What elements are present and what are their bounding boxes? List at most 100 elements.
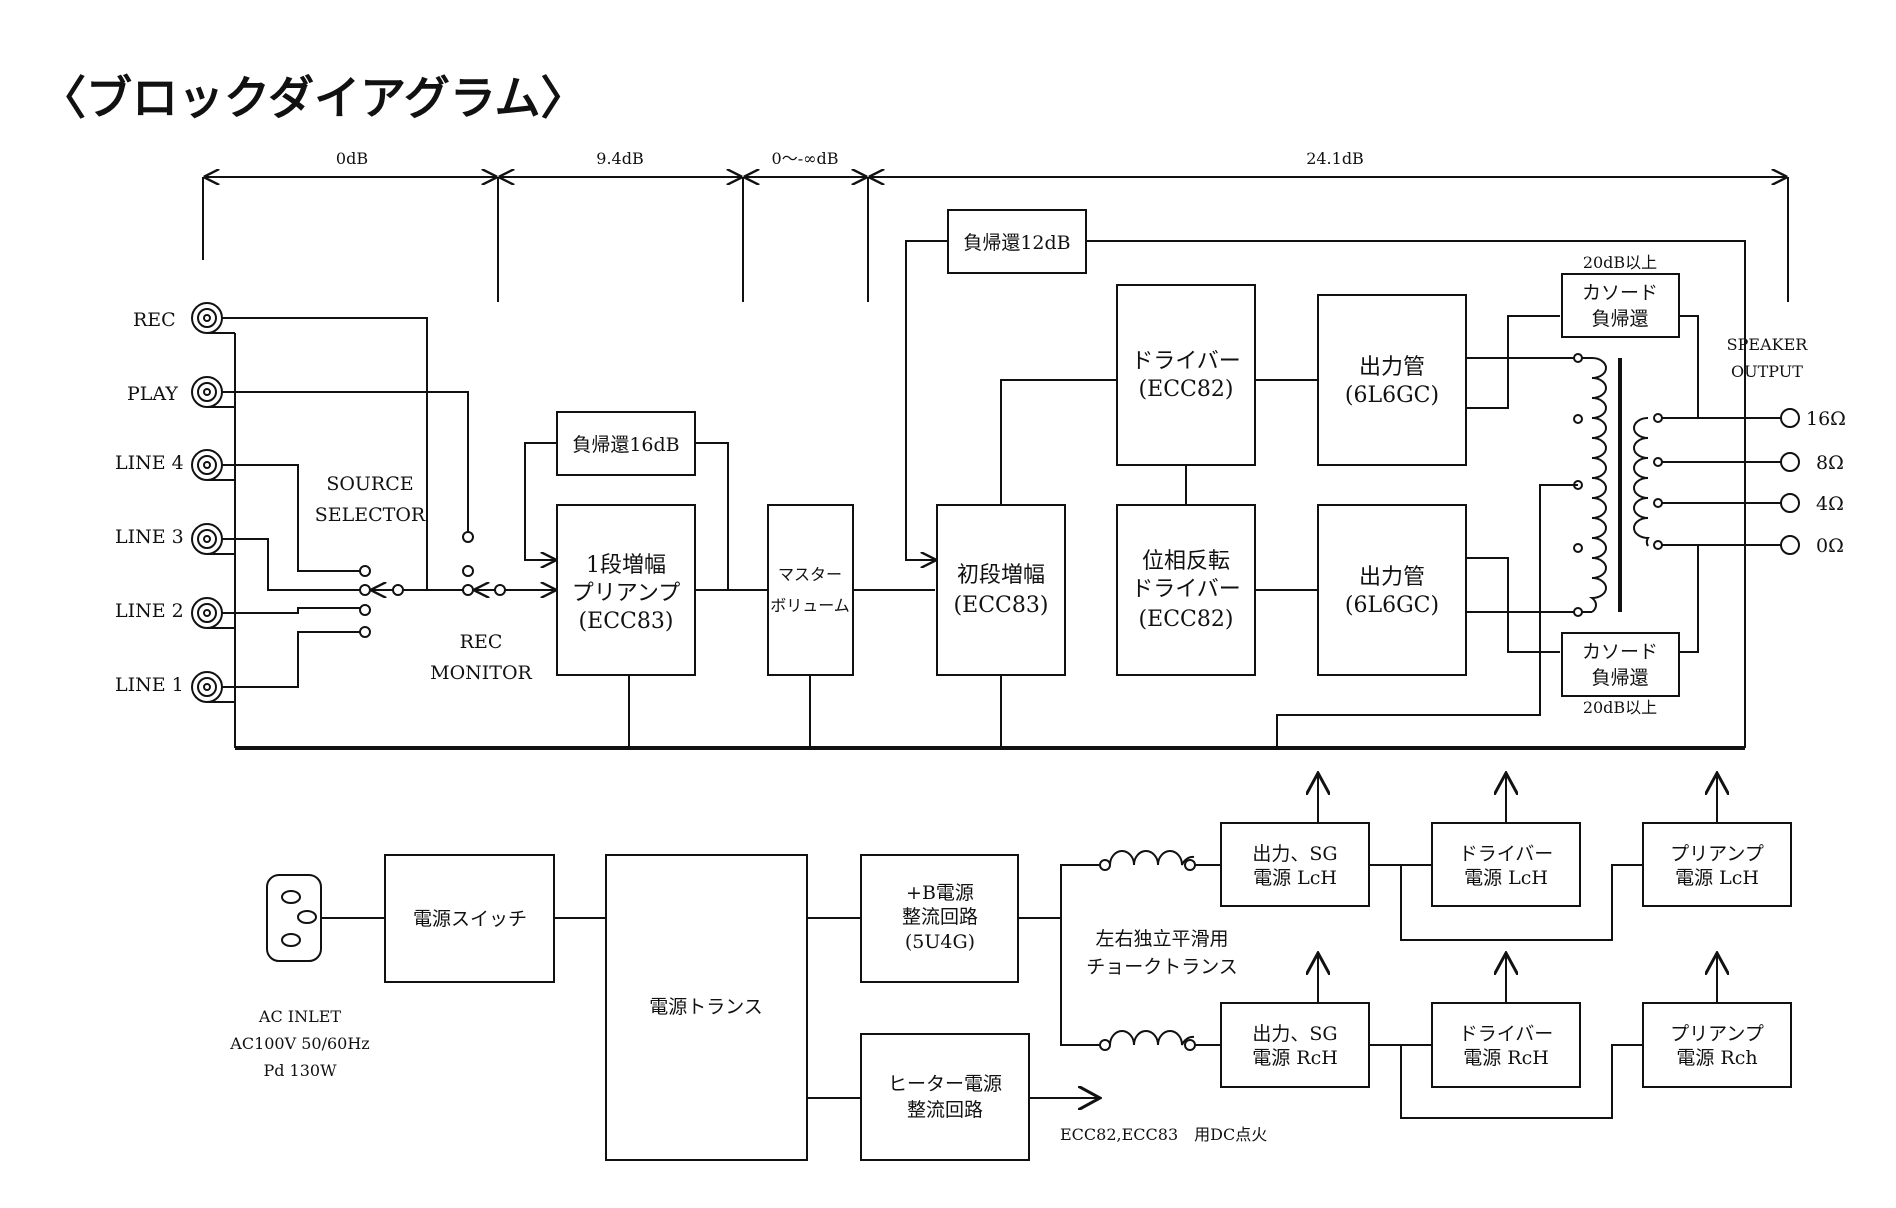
cathode-nfb-note: 20dB以上 bbox=[1583, 253, 1657, 272]
output-tube-label: (6L6GC) bbox=[1345, 593, 1439, 618]
output-tube-label: 出力管 bbox=[1359, 355, 1425, 380]
source-selector-label: SOURCE bbox=[326, 473, 413, 495]
bplus-rectifier-label: 整流回路 bbox=[902, 906, 978, 928]
source-selector: SOURCE SELECTOR bbox=[315, 473, 427, 638]
supply-lch-row: 出力、SG 電源 LcH ドライバー 電源 LcH プリアンプ 電源 LcH bbox=[1220, 773, 1792, 941]
supply-driver-lch-label: 電源 LcH bbox=[1464, 867, 1548, 889]
power-transformer: 電源トランス bbox=[605, 854, 861, 1161]
rec-monitor-label: REC bbox=[460, 631, 503, 653]
output-transformer-icon bbox=[1276, 353, 1782, 748]
jack-label-line4: LINE 4 bbox=[115, 452, 184, 474]
gain-label-preamp: 9.4dB bbox=[596, 149, 643, 168]
preamp-block bbox=[556, 504, 696, 676]
rca-jack-icon bbox=[191, 597, 223, 629]
supply-output-lch-label: 出力、SG bbox=[1252, 843, 1337, 865]
bplus-rectifier-block bbox=[860, 854, 1019, 983]
first-stage-label: (ECC83) bbox=[954, 593, 1049, 618]
cathode-nfb-note: 20dB以上 bbox=[1583, 698, 1657, 717]
supply-driver-rch-block bbox=[1431, 1002, 1581, 1088]
driver-stage: ドライバー (ECC82) 位相反転 ドライバー (ECC82) bbox=[1116, 284, 1318, 676]
speaker-tap-16: 16Ω bbox=[1806, 408, 1846, 430]
output-tube-bottom-block bbox=[1317, 504, 1467, 676]
power-transformer-block bbox=[605, 854, 808, 1161]
rca-jack-icon bbox=[191, 302, 223, 334]
rca-jack-icon bbox=[191, 523, 223, 555]
source-selector-label: SELECTOR bbox=[315, 504, 426, 526]
ac-inlet-label: AC100V 50/60Hz bbox=[229, 1034, 369, 1053]
gain-label-volume: 0～-∞dB bbox=[772, 149, 839, 168]
supply-preamp-lch-block bbox=[1642, 822, 1792, 907]
master-volume-label: ボリューム bbox=[770, 596, 850, 615]
jack-label-rec: REC bbox=[133, 309, 176, 331]
heater-note: ECC82,ECC83 用DC点火 bbox=[1060, 1125, 1267, 1144]
first-stage-block bbox=[936, 504, 1066, 676]
supply-rch-row: 出力、SG 電源 RcH ドライバー 電源 RcH プリアンプ 電源 Rch bbox=[1220, 953, 1792, 1119]
bplus-rectifier-label: (5U4G) bbox=[905, 931, 975, 953]
supply-output-lch-label: 電源 LcH bbox=[1253, 867, 1337, 889]
nfb16-block bbox=[556, 411, 696, 476]
jack-label-line1: LINE 1 bbox=[115, 674, 184, 696]
diagram-title: 〈ブロックダイアグラム〉 bbox=[40, 71, 586, 125]
rec-monitor-label: MONITOR bbox=[430, 662, 532, 684]
power-switch: 電源スイッチ bbox=[384, 854, 606, 983]
global-nfb: 負帰還12dB bbox=[905, 209, 1746, 748]
speaker-tap-4: 4Ω bbox=[1816, 493, 1844, 515]
heater-rectifier-block bbox=[860, 1033, 1030, 1161]
output-tubes: 出力管 (6L6GC) 出力管 (6L6GC) bbox=[1317, 294, 1578, 676]
rca-jack-icon bbox=[191, 449, 223, 481]
bplus-rectifier-label: +B電源 bbox=[906, 882, 974, 904]
choke-icon bbox=[1099, 850, 1221, 871]
supply-output-rch-block bbox=[1220, 1002, 1370, 1088]
master-volume: マスター ボリューム bbox=[728, 504, 935, 748]
output-tube-top-block bbox=[1317, 294, 1467, 466]
cathode-feedback: カソード 負帰還 20dB以上 カソード 負帰還 20dB以上 bbox=[1561, 253, 1699, 717]
ac-inlet-label: Pd 130W bbox=[263, 1061, 337, 1080]
supply-preamp-lch-label: プリアンプ bbox=[1670, 843, 1764, 865]
preamp-stage: 1段増幅 プリアンプ (ECC83) 負帰還16dB bbox=[524, 411, 729, 748]
speaker-output-label: SPEAKER bbox=[1727, 335, 1809, 354]
cathode-nfb-label: 負帰還 bbox=[1591, 667, 1648, 689]
bplus-rectifier: +B電源 整流回路 (5U4G) bbox=[860, 854, 1099, 1046]
cathode-nfb-top-block bbox=[1561, 273, 1680, 338]
supply-preamp-rch-block bbox=[1642, 1002, 1792, 1088]
supply-preamp-lch-label: 電源 LcH bbox=[1675, 867, 1759, 889]
speaker-tap-0: 0Ω bbox=[1816, 535, 1844, 557]
supply-output-lch-block bbox=[1220, 822, 1370, 907]
power-switch-label: 電源スイッチ bbox=[413, 908, 527, 930]
supply-driver-rch-label: 電源 RcH bbox=[1463, 1047, 1549, 1069]
speaker-terminal-icon bbox=[1780, 408, 1800, 428]
nfb12-label: 負帰還12dB bbox=[963, 232, 1070, 254]
power-transformer-label: 電源トランス bbox=[649, 996, 763, 1018]
choke-label: 左右独立平滑用 bbox=[1095, 928, 1228, 950]
first-stage-label: 初段増幅 bbox=[957, 563, 1045, 588]
preamp-label: プリアンプ bbox=[572, 581, 680, 606]
speaker-output: SPEAKER OUTPUT 16Ω 8Ω 4Ω 0Ω bbox=[1727, 335, 1846, 557]
supply-driver-lch-label: ドライバー bbox=[1459, 843, 1554, 865]
first-stage: 初段増幅 (ECC83) bbox=[936, 379, 1117, 748]
master-volume-label: マスター bbox=[778, 565, 842, 584]
jack-label-line2: LINE 2 bbox=[115, 600, 184, 622]
rca-jack-icon bbox=[191, 671, 223, 703]
speaker-terminal-icon bbox=[1780, 493, 1800, 513]
jack-label-line3: LINE 3 bbox=[115, 526, 184, 548]
gain-dimensions: 0dB 9.4dB 0～-∞dB 24.1dB bbox=[202, 149, 1789, 302]
ac-inlet: AC INLET AC100V 50/60Hz Pd 130W bbox=[229, 874, 385, 1080]
nfb16-label: 負帰還16dB bbox=[572, 434, 679, 456]
phase-inverter-label: ドライバー bbox=[1131, 577, 1241, 602]
ac-inlet-icon bbox=[266, 874, 322, 962]
heater-rectifier: ヒーター電源 整流回路 ECC82,ECC83 用DC点火 bbox=[860, 1033, 1267, 1161]
preamp-label: 1段増幅 bbox=[586, 553, 666, 578]
rec-monitor-switch: REC MONITOR bbox=[427, 531, 555, 684]
heater-rectifier-label: ヒーター電源 bbox=[888, 1073, 1002, 1095]
cathode-nfb-label: カソード bbox=[1582, 282, 1658, 304]
rca-jack-icon bbox=[191, 376, 223, 408]
driver-block bbox=[1116, 284, 1256, 466]
preamp-label: (ECC83) bbox=[579, 609, 674, 634]
supply-output-rch-label: 出力、SG bbox=[1252, 1023, 1337, 1045]
speaker-terminal-icon bbox=[1780, 535, 1800, 555]
cathode-nfb-bottom-block bbox=[1561, 632, 1680, 697]
speaker-terminal-icon bbox=[1780, 452, 1800, 472]
heater-rectifier-label: 整流回路 bbox=[907, 1099, 983, 1121]
jack-label-play: PLAY bbox=[127, 383, 178, 405]
